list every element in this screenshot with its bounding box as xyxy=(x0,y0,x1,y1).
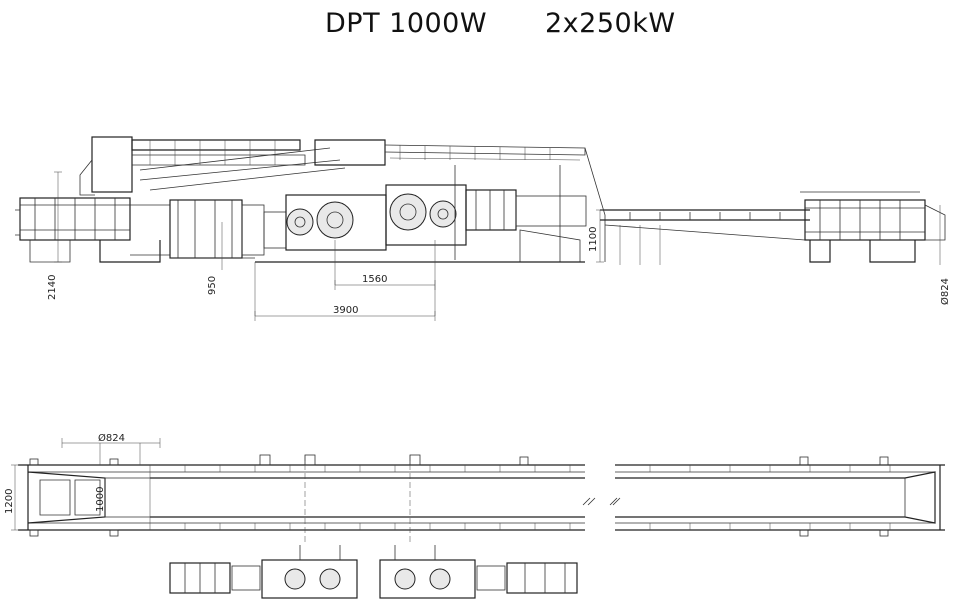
tail-hopper xyxy=(91,136,133,193)
tail-end-top xyxy=(27,465,106,530)
head-end-top xyxy=(810,471,936,524)
drive-unit-right xyxy=(379,559,578,599)
dim-1100: 1100 xyxy=(588,227,599,252)
gearbox-right xyxy=(389,193,457,231)
dim-950: 950 xyxy=(207,276,218,295)
upper-girder xyxy=(131,139,301,151)
side-view: 2140 950 1560 3900 1100 Ø824 xyxy=(15,136,951,321)
motor-right xyxy=(465,189,517,231)
dim-1000: 1000 xyxy=(95,487,106,512)
dim-824-top: Ø824 xyxy=(98,432,125,444)
dim-2140: 2140 xyxy=(47,275,58,300)
drawing-title-power: 2x250kW xyxy=(545,8,676,39)
dim-1560: 1560 xyxy=(362,274,387,285)
conveyor-line xyxy=(600,209,810,221)
gearbox-left xyxy=(286,201,354,239)
upper-housing xyxy=(314,139,386,166)
top-view: Ø824 1200 1000 xyxy=(4,432,945,599)
drive-unit-left xyxy=(169,559,358,599)
drawing-title-model: DPT 1000W xyxy=(325,8,488,39)
head-frame xyxy=(804,199,926,241)
dim-1200: 1200 xyxy=(4,489,15,514)
dim-824-side: Ø824 xyxy=(939,278,951,305)
dim-3900: 3900 xyxy=(333,305,358,316)
motor-left xyxy=(169,199,243,259)
